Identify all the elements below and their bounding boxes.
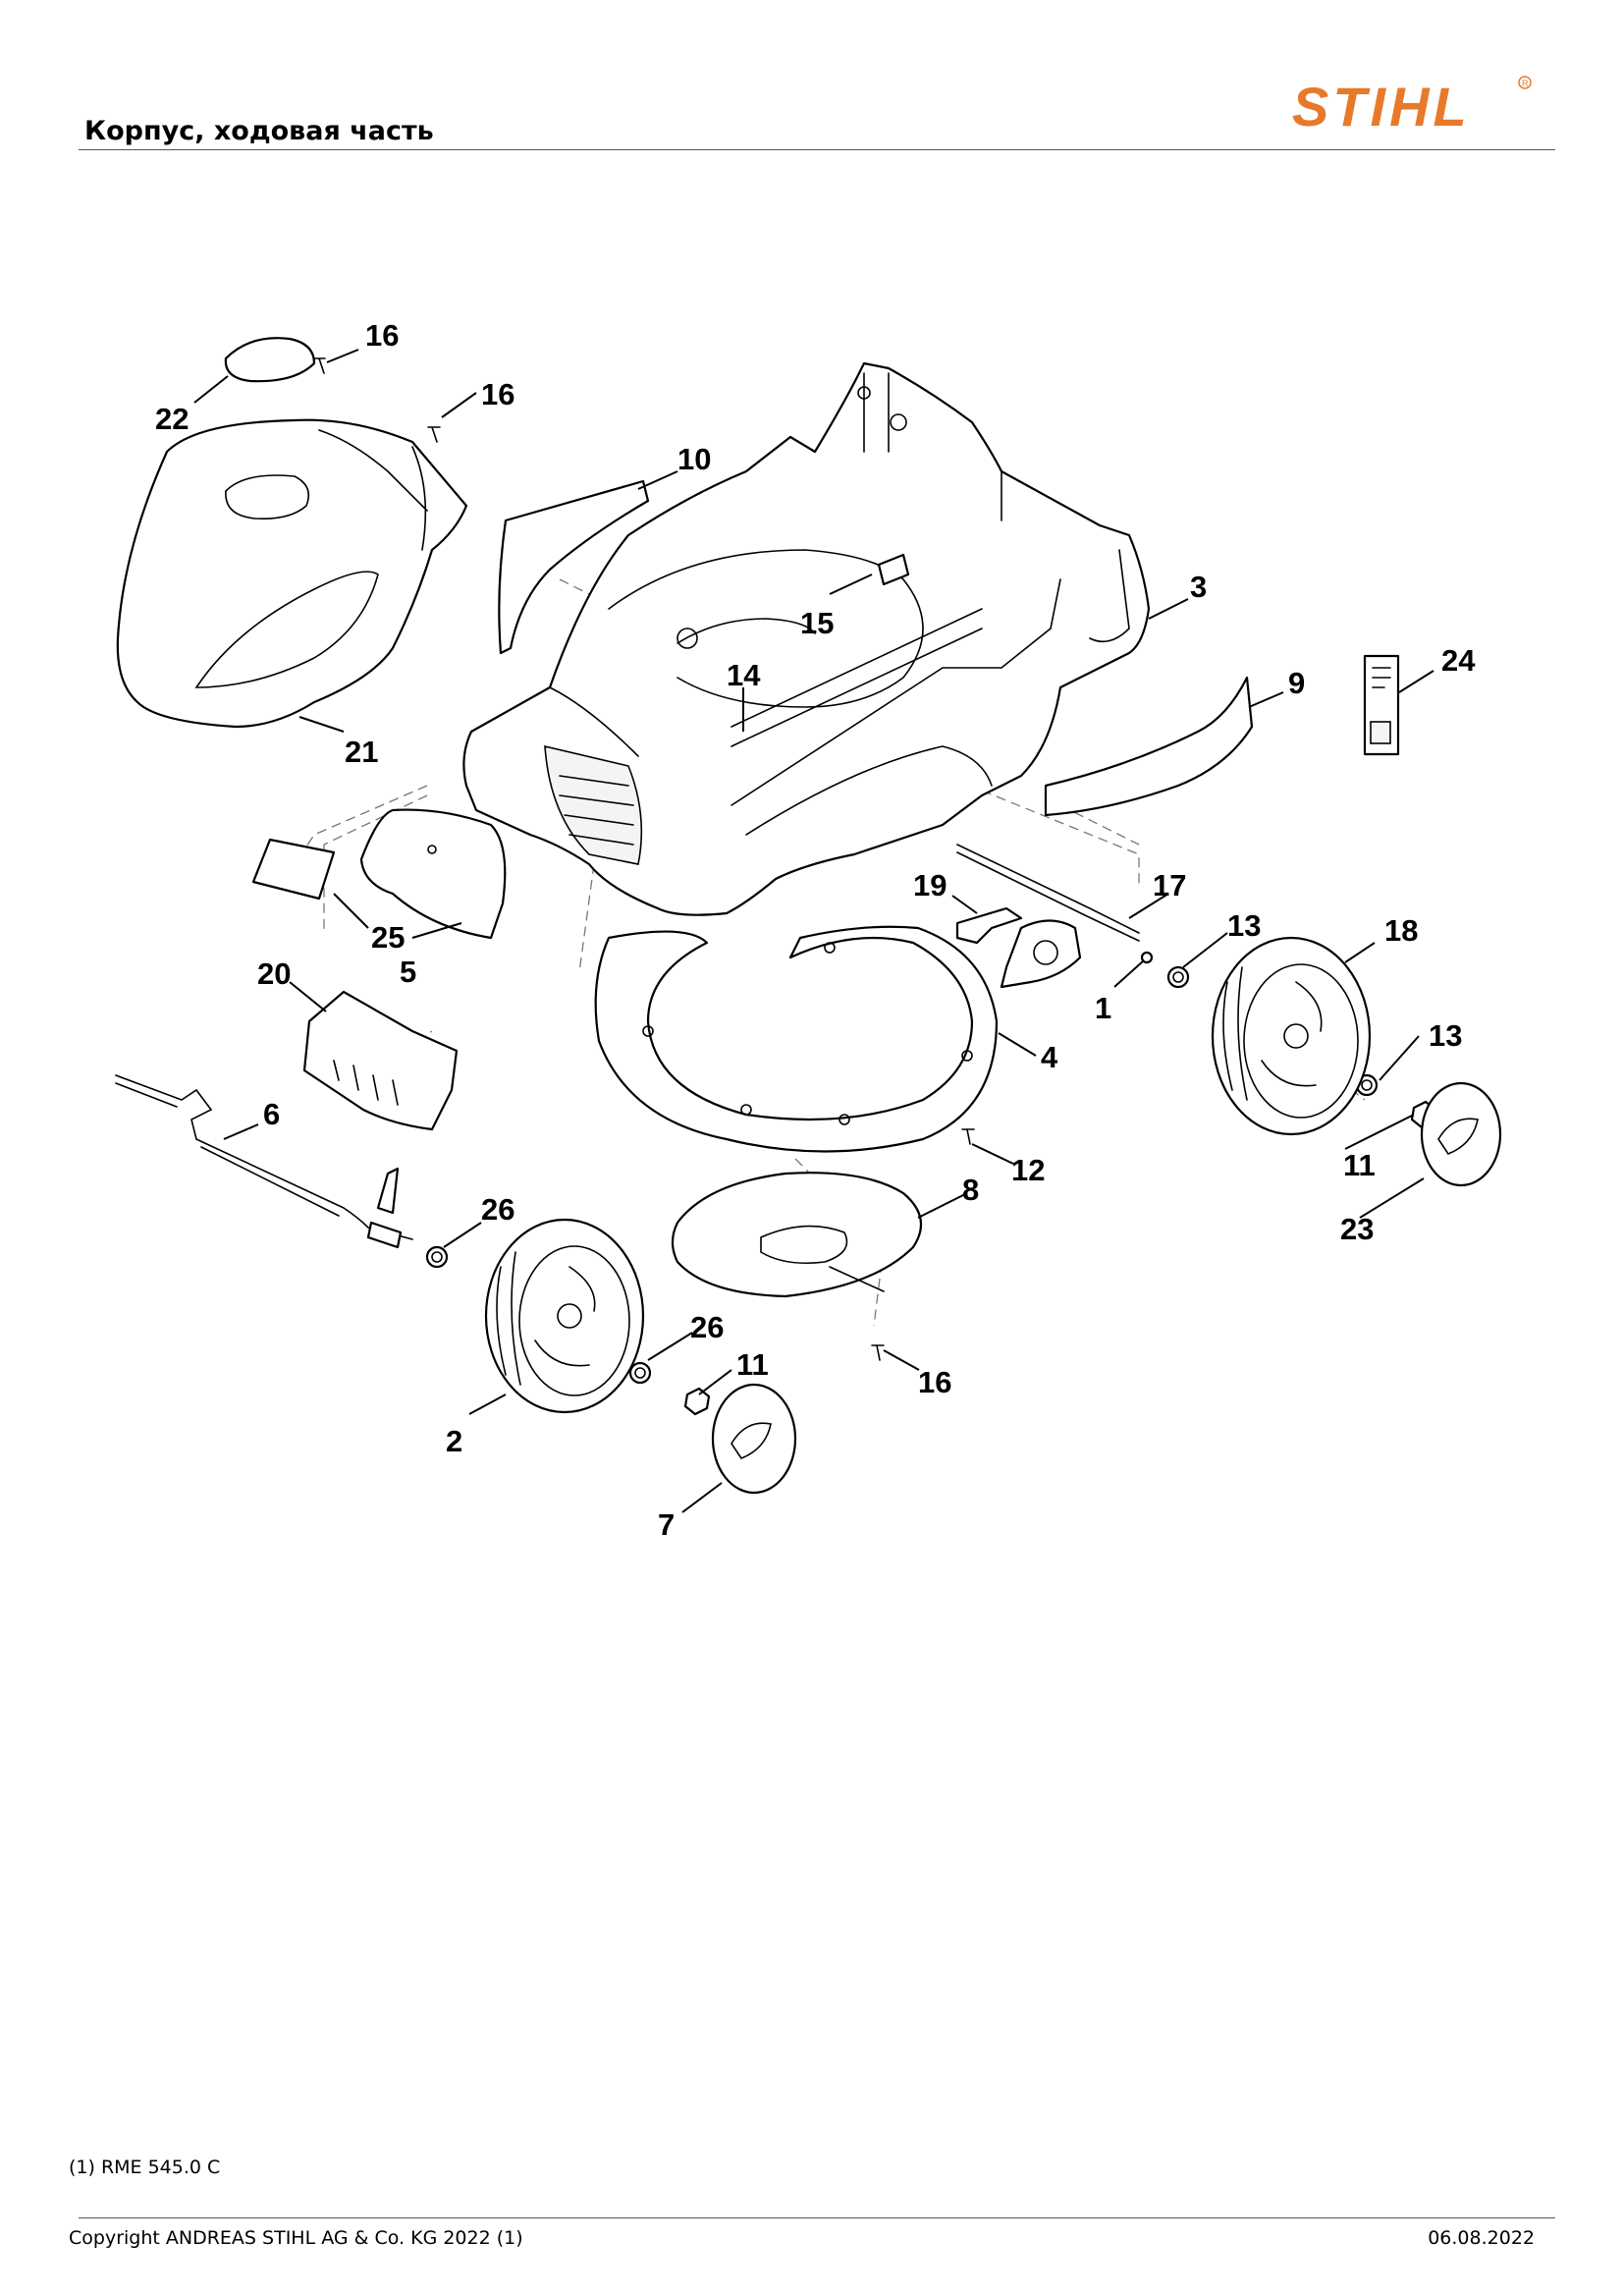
- callout-number: 8: [962, 1173, 979, 1207]
- deck-plate-4: [594, 925, 999, 1153]
- callout-number: 5: [400, 955, 416, 989]
- rail-14: [730, 608, 983, 747]
- callout-number: 11: [736, 1347, 769, 1382]
- callout-number: 12: [1011, 1153, 1045, 1187]
- hubcap-front-7: [711, 1383, 797, 1495]
- callout-number: 3: [1190, 570, 1207, 604]
- rear-axle-17: [956, 844, 1140, 989]
- front-cover-5: [359, 808, 507, 940]
- callout-number: 23: [1340, 1212, 1374, 1246]
- copyright-text: Copyright ANDREAS STIHL AG & Co. KG 2022…: [69, 2227, 523, 2249]
- callout-number: 13: [1429, 1018, 1462, 1053]
- callout-number: 13: [1227, 908, 1261, 943]
- svg-text:R: R: [1522, 79, 1529, 88]
- callout-number: 1: [1095, 991, 1111, 1025]
- front-axle-6: [115, 1074, 413, 1249]
- callout-number: 26: [690, 1310, 724, 1344]
- brand-wordmark: STIHL: [1292, 76, 1471, 137]
- callout-number: 15: [800, 606, 834, 640]
- callout-number: 10: [677, 442, 711, 476]
- rear-trim-9: [1044, 676, 1254, 817]
- callout-number: 18: [1384, 913, 1418, 948]
- footer-divider: [79, 2217, 1555, 2218]
- wheel-rear-18: [1211, 936, 1372, 1136]
- clip-15: [877, 553, 910, 586]
- side-rail-10: [498, 479, 650, 655]
- header-divider: [79, 149, 1555, 150]
- callout-number: 16: [481, 377, 514, 411]
- shield-plate-8: [671, 1172, 923, 1298]
- callout-number: 19: [913, 868, 947, 902]
- callout-number: 25: [371, 920, 405, 955]
- hardware: [313, 357, 1437, 1416]
- footer-date: 06.08.2022: [1428, 2227, 1535, 2249]
- callout-number: 16: [918, 1365, 951, 1399]
- callout-number: 2: [446, 1424, 462, 1458]
- callout-number: 11: [1343, 1148, 1376, 1182]
- bracket-20: [302, 990, 459, 1131]
- stihl-logo: STIHL R: [1282, 69, 1540, 139]
- callout-numbers: 16 16 22 10 3 15 24 14 9 21 25 5 19 17 2…: [155, 318, 1476, 1542]
- callout-number: 21: [345, 735, 378, 769]
- callout-number: 7: [658, 1507, 675, 1542]
- callout-number: 20: [257, 957, 291, 991]
- engine-hood-21: [116, 418, 468, 729]
- wheel-front-2: [484, 1218, 645, 1414]
- callout-number: 24: [1441, 643, 1476, 678]
- hubcap-rear-23: [1420, 1081, 1502, 1187]
- callout-number: 17: [1153, 868, 1186, 902]
- main-housing-3: [462, 361, 1151, 916]
- label-24: [1363, 654, 1400, 756]
- callout-number: 26: [481, 1192, 514, 1227]
- cover-cap-22: [224, 337, 316, 383]
- sticker-25: [251, 838, 336, 901]
- model-footnote: (1) RME 545.0 C: [69, 2157, 221, 2178]
- leader-lines: [193, 349, 1434, 1513]
- callout-number: 16: [365, 318, 399, 353]
- callout-number: 14: [727, 658, 761, 692]
- page-title: Корпус, ходовая часть: [84, 116, 434, 146]
- callout-number: 4: [1041, 1040, 1058, 1074]
- callout-number: 6: [263, 1097, 280, 1131]
- callout-number: 22: [155, 402, 189, 436]
- callout-number: 9: [1288, 666, 1305, 700]
- lever-19: [955, 906, 1023, 945]
